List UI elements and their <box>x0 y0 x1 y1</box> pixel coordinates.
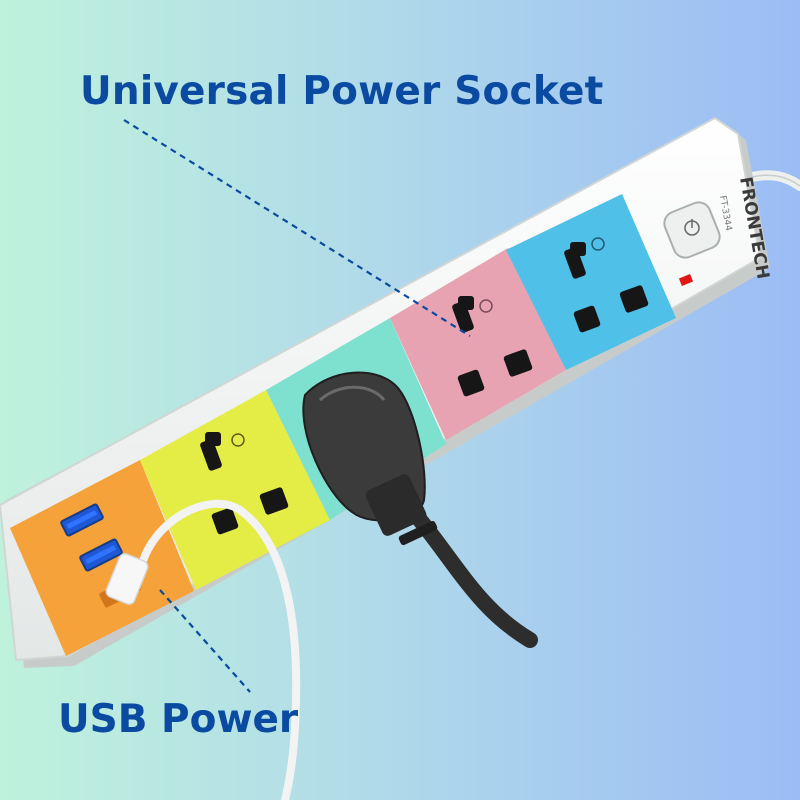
usb-power-label: USB Power <box>58 697 299 742</box>
leader-line-usb-power <box>159 589 251 693</box>
leader-line-universal-socket <box>123 119 471 337</box>
socket-holes-blue <box>564 237 649 333</box>
usb-cable <box>105 499 301 800</box>
power-switch <box>663 201 721 259</box>
power-indicator <box>678 274 694 286</box>
universal-power-socket-label: Universal Power Socket <box>80 69 604 114</box>
usb-ports <box>60 503 141 608</box>
usb-port <box>60 503 104 537</box>
socket-holes-pink <box>452 296 533 397</box>
socket-row <box>10 194 676 656</box>
socket-holes-yellow <box>200 432 289 535</box>
socket-yellow <box>140 390 330 590</box>
usb-port <box>79 538 123 572</box>
socket-blue <box>506 194 676 370</box>
black-plug <box>302 371 538 648</box>
socket-pink <box>390 248 566 440</box>
